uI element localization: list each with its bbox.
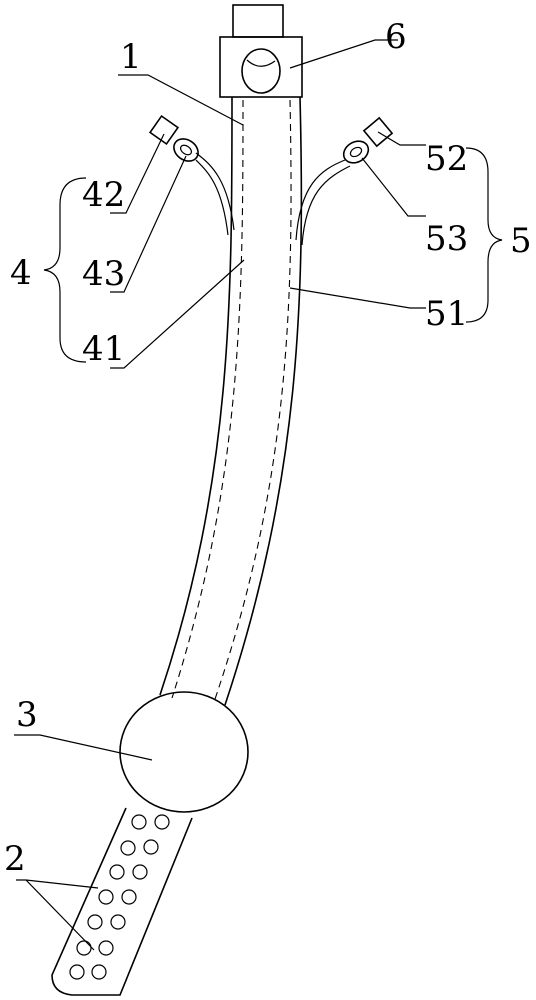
side-hole: [120, 840, 136, 856]
connector-top-cap: [232, 4, 284, 38]
label-2: 2: [4, 839, 26, 879]
valve-52: [362, 116, 394, 148]
side-hole: [110, 914, 126, 930]
leader-42: [110, 133, 165, 214]
branch-5-inner: [301, 165, 351, 246]
leader-6: [289, 39, 398, 69]
side-hole: [91, 964, 107, 980]
label-5: 5: [510, 221, 532, 261]
side-hole: [132, 864, 148, 880]
balloon-43: [173, 138, 199, 162]
label-4: 4: [10, 253, 32, 293]
side-hole: [98, 889, 114, 905]
side-hole: [143, 839, 159, 855]
balloon-53-inner: [349, 146, 363, 158]
branch-4-outer: [195, 152, 235, 231]
tube-left-wall: [159, 96, 233, 696]
leader-1: [118, 74, 244, 126]
side-hole: [121, 889, 137, 905]
brace-5: [465, 147, 503, 323]
label-51: 51: [425, 294, 468, 334]
label-53: 53: [425, 219, 468, 259]
label-52: 52: [425, 139, 468, 179]
label-6: 6: [385, 17, 407, 57]
label-1: 1: [120, 37, 142, 77]
leader-43: [110, 155, 187, 293]
branch-4-inner: [195, 159, 229, 236]
label-41: 41: [82, 329, 125, 369]
leader-2b: [25, 879, 95, 951]
valve-42: [148, 114, 180, 146]
branch-5-outer: [295, 159, 346, 241]
side-hole: [69, 964, 85, 980]
lumen-left-dashed: [171, 99, 244, 699]
side-hole: [109, 864, 125, 880]
lumen-right-dashed: [213, 99, 292, 703]
side-holes-2: [69, 814, 170, 980]
cuff-3: [119, 691, 249, 813]
side-hole: [131, 814, 147, 830]
leader-41: [110, 259, 245, 369]
tube-right-wall: [224, 96, 303, 706]
leader-3: [14, 734, 153, 761]
side-hole: [76, 940, 92, 956]
balloon-53: [342, 140, 370, 164]
leader-51: [289, 287, 426, 309]
side-hole: [87, 914, 103, 930]
connector-hole: [241, 48, 281, 94]
leader-52: [377, 131, 426, 146]
leader-53: [361, 157, 426, 217]
side-hole: [98, 940, 114, 956]
connector-hole-inner: [246, 59, 276, 67]
distal-tip: [51, 807, 193, 996]
side-hole: [154, 814, 170, 830]
balloon-43-inner: [179, 144, 193, 156]
brace-4: [43, 177, 87, 363]
label-42: 42: [82, 175, 125, 215]
leader-2a: [16, 879, 99, 889]
label-43: 43: [82, 254, 125, 294]
connector-body: [219, 36, 303, 98]
label-3: 3: [16, 695, 38, 735]
